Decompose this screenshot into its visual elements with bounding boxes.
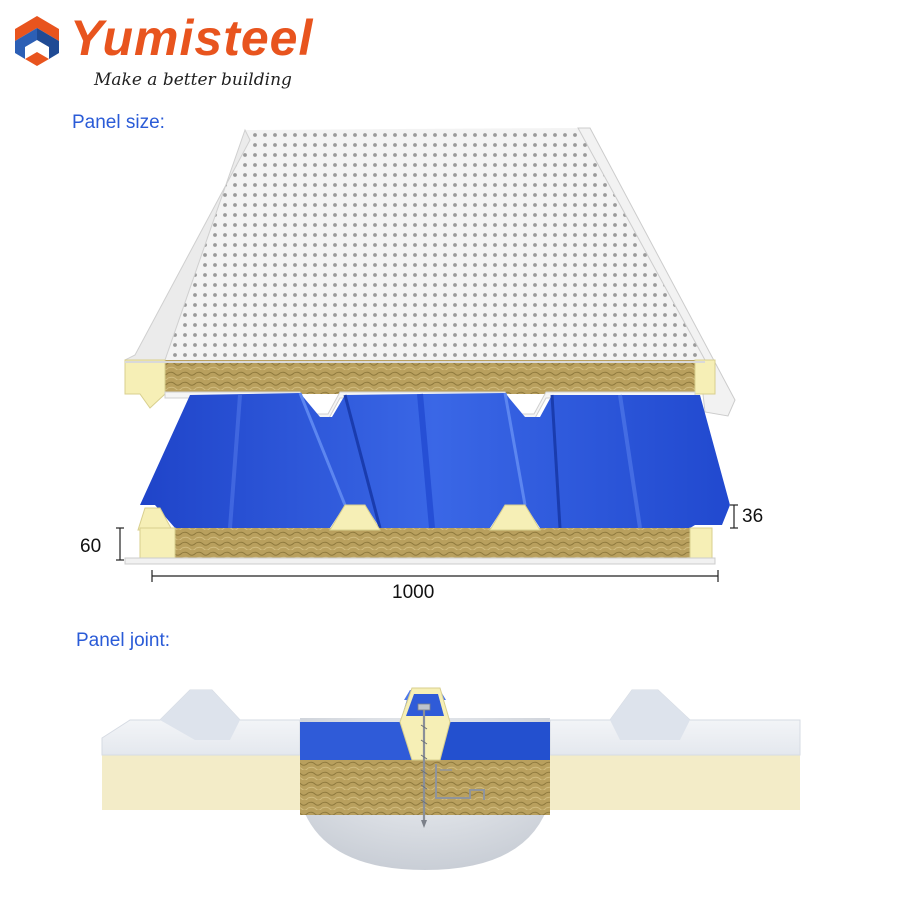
- thickness-dimension: 60: [80, 536, 101, 557]
- upper-right-seal: [694, 359, 716, 395]
- dimension-markers: 60 36 1000: [80, 504, 763, 603]
- joint-blue-right: [428, 690, 550, 760]
- left-flange: [124, 128, 251, 361]
- lower-right-seal: [689, 527, 713, 561]
- upper-panel: [124, 127, 736, 421]
- joint-blue-left: [300, 690, 418, 760]
- blue-top-sheet: [140, 393, 730, 528]
- joint-left-core: [102, 755, 300, 810]
- panel-size-label: Panel size:: [72, 112, 165, 133]
- rib-height-dimension: 36: [742, 506, 763, 527]
- perforated-face: [165, 128, 705, 360]
- upper-left-seal: [124, 359, 166, 409]
- lower-panel: [124, 392, 730, 565]
- logo-mark-icon: [15, 16, 59, 66]
- upper-rockwool-core: [165, 360, 695, 394]
- joint-screw-icon: [417, 703, 431, 828]
- panel-joint-label: Panel joint:: [76, 630, 171, 651]
- lower-left-seal: [139, 527, 176, 561]
- front-rib-mid2: [489, 504, 541, 531]
- joint-clip: [435, 764, 485, 800]
- width-dimension: 1000: [392, 582, 434, 603]
- brand-logo: Yumisteel Make a better building: [12, 8, 342, 98]
- brand-name: Yumisteel: [70, 10, 314, 66]
- joint-right-core: [550, 755, 800, 810]
- front-rib-mid1: [329, 504, 381, 531]
- lower-rockwool-core: [175, 528, 690, 560]
- joint-section: [101, 687, 801, 870]
- brand-tagline: Make a better building: [94, 70, 292, 90]
